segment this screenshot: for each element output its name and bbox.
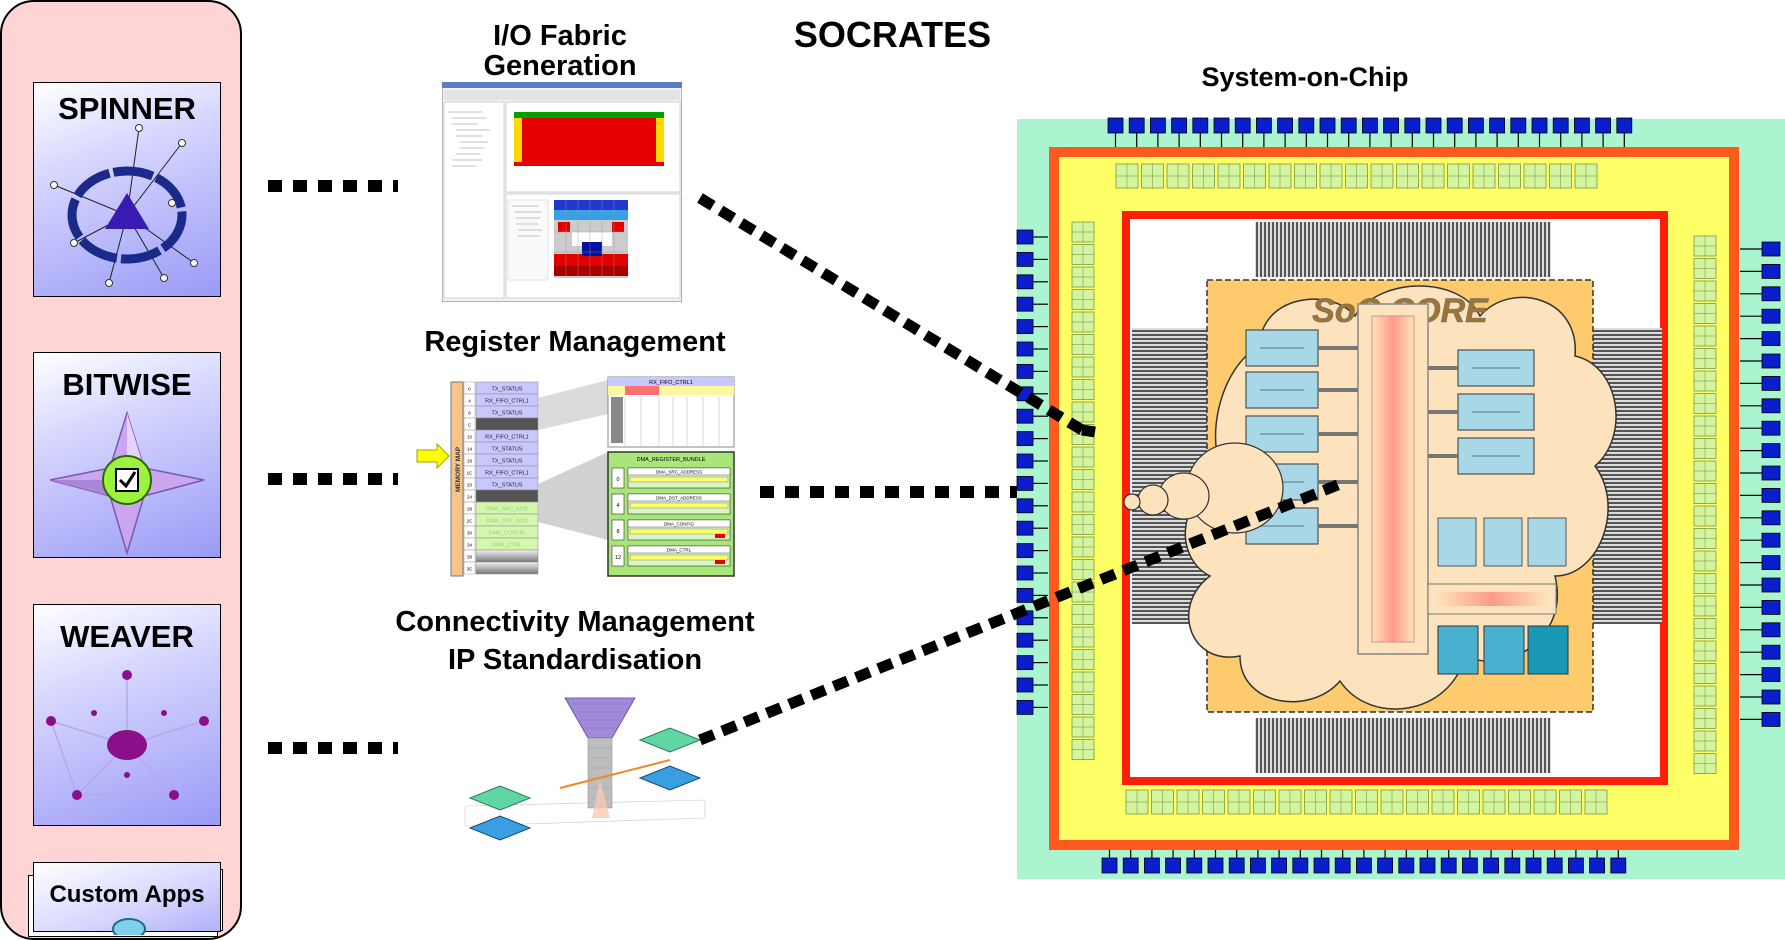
bundle-row-index: 0	[616, 477, 619, 483]
register-row-label: RX_FIFO_CTRL1	[485, 435, 529, 441]
pad-row-bottom	[1101, 846, 1627, 874]
register-bundle-header: DMA_REGISTER_BUNDLE	[637, 457, 706, 463]
register-index: 3C	[467, 567, 474, 572]
bundle-row-index-box	[611, 545, 625, 567]
register-row-label: TX_STATUS	[492, 411, 523, 417]
bundle-row-label: DMA_CTRL	[667, 548, 692, 553]
register-index: C	[468, 423, 472, 428]
core-blocks-right	[1428, 349, 1535, 475]
register-management-graphic: MEMORY MAP 048C1014181C2024282C3034383C …	[416, 376, 735, 577]
soc-diagram: SoC CORE	[1016, 117, 1785, 879]
tool-label-custom-apps: Custom Apps	[49, 881, 205, 908]
register-index: 18	[467, 459, 473, 464]
tool-card-bitwise[interactable]: BITWISE	[33, 352, 221, 558]
tool-card-weaver[interactable]: WEAVER	[33, 604, 221, 826]
bundle-row-index: 4	[616, 503, 619, 509]
io-fabric-screenshot	[442, 82, 682, 302]
register-row-label: TX_STATUS	[492, 447, 523, 453]
register-row-label: TX_STATUS	[492, 387, 523, 393]
core-peripheral-cluster	[1427, 517, 1569, 675]
connector-weaver	[268, 742, 398, 754]
memory-map-label: MEMORY MAP	[455, 446, 462, 492]
register-index: 1C	[467, 471, 474, 476]
register-index: 0	[468, 387, 471, 392]
io-cells-bottom	[1125, 789, 1608, 815]
spinner-icon	[50, 124, 198, 287]
register-index: 8	[468, 411, 471, 416]
bundle-row-index-box	[611, 467, 625, 489]
weaver-icon	[46, 670, 209, 800]
tool-label-bitwise: BITWISE	[62, 367, 192, 402]
bundle-row-label: DMA_DST_ADDRESS	[656, 496, 702, 501]
connectivity-title-line1: Connectivity Management	[395, 606, 755, 638]
io-fabric-title-line2: Generation	[483, 50, 637, 82]
bundle-row-index-box	[611, 519, 625, 541]
io-cells-right	[1693, 235, 1717, 774]
memory-block-bottom	[1255, 718, 1551, 773]
register-row-label: DMA_CTRL	[492, 543, 522, 549]
bundle-row-index: 8	[616, 529, 619, 535]
soc-title: System-on-Chip	[1201, 62, 1409, 92]
connector-spinner	[268, 180, 398, 192]
register-detail-header: RX_FIFO_CTRL1	[649, 380, 693, 386]
register-index: 10	[467, 435, 473, 440]
register-index: 14	[467, 447, 473, 452]
register-row-label: RX_FIFO_CTRL1	[485, 399, 529, 405]
register-row	[475, 561, 539, 575]
register-row-label: DMA_SRC_ADD	[486, 507, 528, 513]
bitwise-icon	[49, 410, 205, 556]
io-fabric-title-line1: I/O Fabric	[493, 20, 627, 52]
bundle-row-label: DMA_SRC_ADDRESS	[656, 470, 702, 475]
register-row-label: TX_STATUS	[492, 459, 523, 465]
connectivity-title-line2: IP Standardisation	[447, 644, 703, 676]
bundle-row-index: 12	[615, 555, 621, 561]
connectivity-graphic	[464, 697, 706, 841]
pad-row-right	[1740, 241, 1781, 727]
register-index: 24	[467, 495, 473, 500]
register-index: 28	[467, 507, 473, 512]
bundle-row-index-box	[611, 493, 625, 515]
register-row-label: TX_STATUS	[492, 483, 523, 489]
register-row-column: TX_STATUSRX_FIFO_CTRL1TX_STATUSRX_FIFO_C…	[475, 381, 539, 575]
pad-row-top	[1107, 117, 1633, 148]
register-index: 38	[467, 555, 473, 560]
io-cells-top	[1115, 163, 1598, 189]
register-index-column: 0 4 8C 10 14 18 1C 20 24 28 2C 30 34 38 3C	[463, 381, 476, 575]
register-bundle-rows: 0 DMA_SRC_ADDRESS 4 DMA_DST_ADDRESS 8 DMA_CON…	[611, 467, 731, 567]
register-index: 4	[468, 399, 471, 404]
register-row-label: DMA_DST_ADD	[487, 519, 528, 525]
register-row-label: RX_FIFO_CTRL1	[485, 471, 529, 477]
socrates-title: SOCRATES	[793, 14, 992, 55]
io-cells-left	[1071, 221, 1095, 760]
memory-block-top	[1255, 222, 1551, 277]
register-management-title: Register Management	[424, 326, 726, 358]
tool-label-spinner: SPINNER	[58, 91, 196, 126]
register-index: 20	[467, 483, 473, 488]
tool-card-custom-apps[interactable]: Custom Apps	[33, 862, 221, 935]
tool-card-spinner[interactable]: SPINNER	[33, 82, 221, 297]
connector-bitwise	[268, 473, 398, 485]
register-index: 34	[467, 543, 473, 548]
tool-label-weaver: WEAVER	[60, 619, 194, 654]
bundle-row-label: DMA_CONFIG	[664, 522, 695, 527]
register-row-label: DMA_CONFIG	[489, 531, 526, 537]
register-index: 30	[467, 531, 473, 536]
register-index: 2C	[467, 519, 474, 524]
